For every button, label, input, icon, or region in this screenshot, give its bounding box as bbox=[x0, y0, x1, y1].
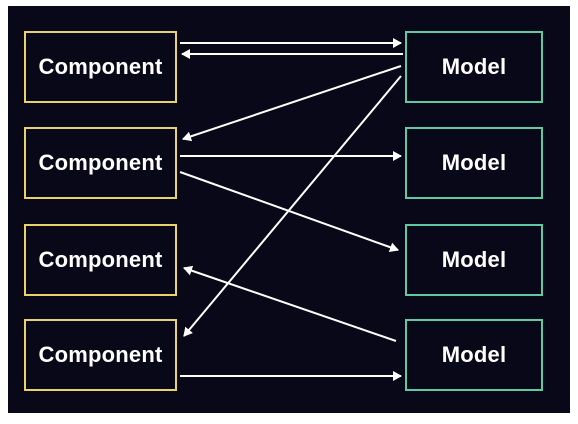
component-box-4: Component bbox=[24, 319, 177, 391]
connection-arrows bbox=[179, 38, 403, 381]
model-label-3: Model bbox=[441, 247, 507, 272]
arrow-component-2-to-model-3 bbox=[179, 171, 399, 253]
model-label-2: Model bbox=[441, 150, 507, 175]
component-box-1: Component bbox=[24, 31, 177, 103]
model-box-2: Model bbox=[405, 127, 543, 199]
model-box-1: Model bbox=[405, 31, 543, 103]
component-label-3: Component bbox=[38, 247, 163, 272]
component-label-2: Component bbox=[38, 150, 163, 175]
diagram-canvas: Component Component Component Component … bbox=[8, 6, 570, 413]
model-label-1: Model bbox=[441, 54, 507, 79]
model-box-4: Model bbox=[405, 319, 543, 391]
model-box-3: Model bbox=[405, 224, 543, 296]
component-label-4: Component bbox=[38, 342, 163, 367]
component-box-2: Component bbox=[24, 127, 177, 199]
arrow-model-1-to-component-4 bbox=[183, 75, 402, 337]
arrow-model-4-to-component-3 bbox=[183, 265, 397, 342]
model-label-4: Model bbox=[441, 342, 507, 367]
component-box-3: Component bbox=[24, 224, 177, 296]
arrow-model-1-to-component-2 bbox=[182, 65, 402, 142]
component-label-1: Component bbox=[38, 54, 163, 79]
